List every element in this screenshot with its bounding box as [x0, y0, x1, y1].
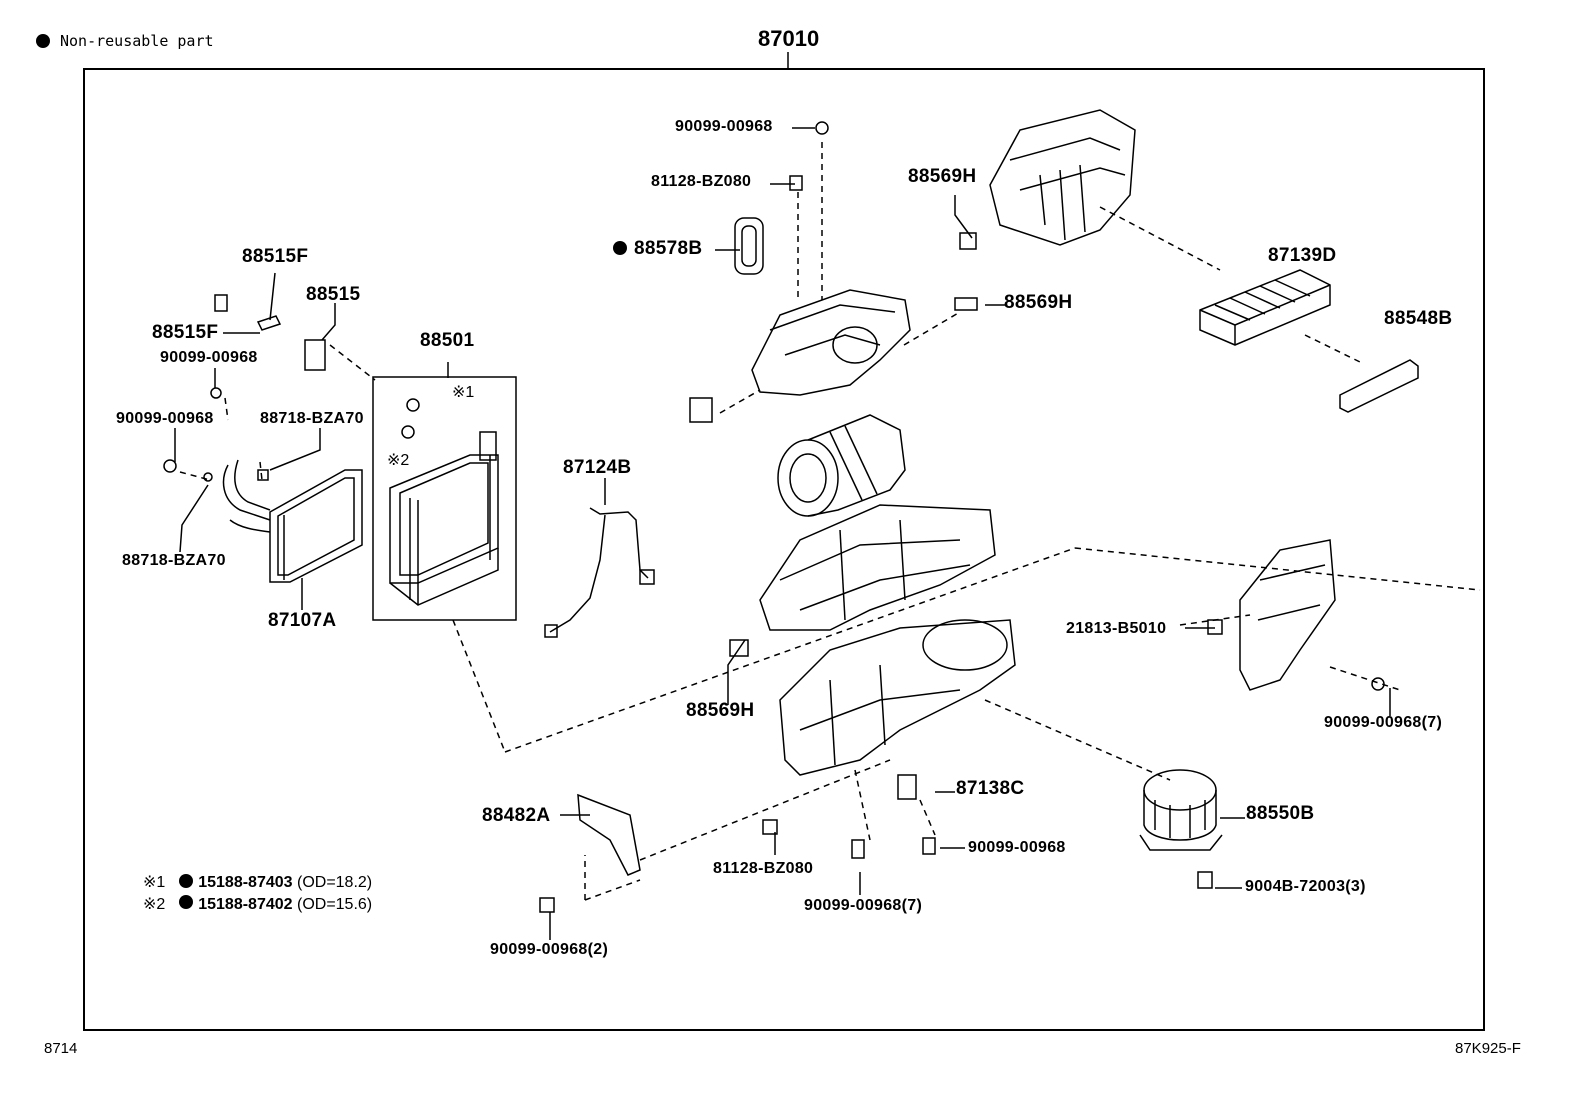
note-mark-1: ※1: [452, 384, 475, 401]
label-87138c: 87138C: [956, 778, 1025, 799]
label-87139d: 87139D: [1268, 245, 1337, 266]
label-88515f-top: 88515F: [242, 246, 309, 267]
footer-left: 8714: [44, 1040, 78, 1057]
label-88569h-mid: 88569H: [1004, 292, 1073, 313]
label-81128-bz080-top: 81128-BZ080: [651, 173, 752, 190]
label-88569h-low: 88569H: [686, 700, 755, 721]
label-90099-00968-left2: 90099-00968: [116, 410, 214, 427]
diagram-frame: [83, 68, 1485, 1031]
label-90099-00968-7-low: 90099-00968(7): [804, 897, 923, 914]
label-88501: 88501: [420, 330, 475, 351]
legend: Non-reusable part: [36, 32, 214, 50]
label-81128-bz080-low: 81128-BZ080: [713, 860, 814, 877]
label-90099-00968-bottom: 90099-00968: [968, 839, 1066, 856]
label-87124b: 87124B: [563, 457, 632, 478]
note-row-1: ※1 15188-87403 (OD=18.2): [143, 872, 372, 892]
label-87107a: 87107A: [268, 610, 337, 631]
assembly-number: 87010: [758, 26, 820, 51]
label-21813-b5010: 21813-B5010: [1066, 620, 1167, 637]
label-9004b-72003: 9004B-72003(3): [1245, 878, 1366, 895]
label-88515: 88515: [306, 284, 361, 305]
label-88548b: 88548B: [1384, 308, 1453, 329]
label-88578b: 88578B: [634, 238, 703, 259]
footer-right: 87K925-F: [1455, 1040, 1521, 1057]
note-2-spec: (OD=15.6): [296, 896, 373, 913]
label-88550b: 88550B: [1246, 803, 1315, 824]
note-1-part: 15188-87403: [198, 874, 293, 891]
note-2-part: 15188-87402: [198, 896, 293, 913]
label-88569h-top: 88569H: [908, 166, 977, 187]
non-reusable-dot-icon: [36, 34, 50, 48]
note-mark-2: ※2: [387, 452, 410, 469]
label-88515f-mid: 88515F: [152, 322, 219, 343]
label-88482a: 88482A: [482, 805, 551, 826]
note-2-mark: ※2: [143, 896, 166, 913]
note-row-2: ※2 15188-87402 (OD=15.6): [143, 894, 372, 914]
label-90099-00968-2: 90099-00968(2): [490, 941, 609, 958]
label-88718-bza70-top: 88718-BZA70: [260, 410, 364, 427]
label-90099-00968-7-right: 90099-00968(7): [1324, 714, 1443, 731]
label-88718-bza70-low: 88718-BZA70: [122, 552, 226, 569]
legend-label: Non-reusable part: [60, 32, 214, 50]
label-90099-00968-left1: 90099-00968: [160, 349, 258, 366]
label-90099-00968-top: 90099-00968: [675, 118, 773, 135]
note-1-mark: ※1: [143, 874, 166, 891]
note-1-spec: (OD=18.2): [296, 874, 373, 891]
